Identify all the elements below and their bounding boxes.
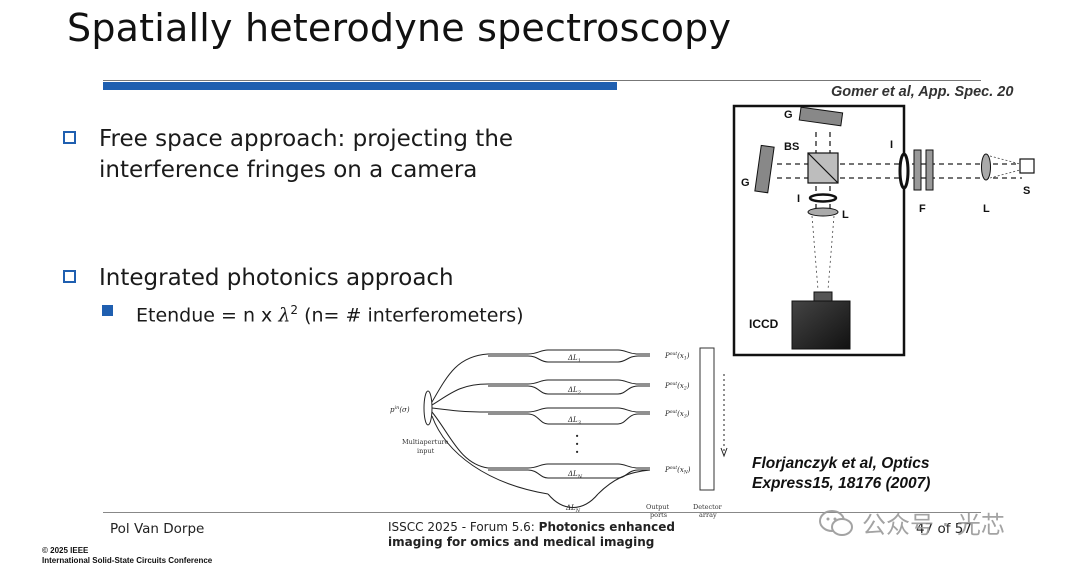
footer-author: Pol Van Dorpe (110, 521, 205, 537)
lens-lower (807, 207, 839, 217)
slide-title: Spatially heterodyne spectroscopy (67, 6, 732, 50)
waveguides (423, 347, 728, 508)
output-label-2: Pout(x2) (664, 381, 690, 392)
output-label-3: Pout(x3) (664, 409, 690, 420)
reference-florjanczyk: Florjanczyk et al, Optics Express15, 181… (752, 454, 930, 494)
multiaperture-label-2: input (417, 447, 435, 455)
enclosure-box (732, 104, 906, 357)
integrated-interferometer-diagram: pin(σ) ΔL1 ΔL2 ΔL3 ΔLN ΔLN Pout(x1) Pout… (390, 347, 728, 519)
grating-top (798, 106, 844, 127)
footer-conference: ISSCC 2025 - Forum 5.6: Photonics enhanc… (388, 520, 675, 550)
ellipsis-dot: · (575, 429, 579, 443)
copyright-line: International Solid-State Circuits Confe… (42, 556, 213, 565)
free-space-spectrometer-diagram: G G BS I I L F L S ICCD (732, 104, 1035, 357)
filter-2 (925, 149, 934, 191)
hollow-square-bullet-icon (63, 131, 76, 144)
label-iccd: ICCD (749, 317, 779, 331)
delay-label-2: ΔL2 (567, 386, 581, 396)
exponent: 2 (290, 303, 299, 317)
camera-nozzle (813, 291, 833, 302)
etendue-prefix: Etendue = n x (136, 304, 279, 327)
lens-right (981, 153, 991, 181)
iris-lower (808, 193, 838, 203)
iris-right (898, 152, 910, 190)
reference-line: Express15, 18176 (2007) (752, 475, 931, 492)
lambda-symbol: λ (278, 304, 291, 327)
ellipsis-dot: · (575, 445, 579, 459)
label-l-right: L (983, 203, 990, 215)
multiaperture-label-1: Multiaperture (402, 438, 449, 446)
label-s: S (1023, 185, 1030, 197)
title-rule-thin (103, 80, 981, 81)
watermark: 公众号 · 光芯 (818, 505, 1005, 540)
label-g-left: G (741, 177, 750, 189)
detector-label-2: array (699, 511, 717, 519)
label-l-lower: L (842, 209, 849, 221)
input-label: pin(σ) (390, 405, 410, 414)
iccd-camera (791, 300, 851, 350)
output-label-1: Pout(x1) (664, 351, 690, 362)
label-i-right: I (890, 139, 893, 151)
delay-label-n: ΔLN (567, 470, 583, 480)
output-label-n: Pout(xN) (664, 465, 691, 476)
bullet-free-space: Free space approach: projecting the inte… (63, 124, 514, 186)
footer-rule (103, 512, 981, 513)
ellipsis-dot: · (575, 437, 579, 451)
output-ports-label-2: ports (650, 511, 667, 519)
footer-conf-line2: imaging for omics and medical imaging (388, 535, 655, 549)
hollow-square-bullet-icon (63, 270, 76, 283)
label-i-lower: I (797, 193, 800, 205)
title-rule-accent (103, 82, 617, 90)
footer-conf-bold: Photonics enhanced (538, 520, 676, 534)
label-bs: BS (784, 141, 799, 153)
footer-conf-prefix: ISSCC 2025 - Forum 5.6: (388, 520, 539, 534)
grating-left (754, 144, 775, 194)
source-box (1019, 158, 1035, 174)
delay-label-3: ΔL3 (567, 416, 581, 426)
bullet-line: interference fringes on a camera (99, 157, 478, 183)
reference-line: Florjanczyk et al, Optics (752, 455, 930, 472)
filled-square-bullet-icon (102, 305, 113, 316)
bullet-integrated: Integrated photonics approach (63, 263, 454, 294)
copyright: © 2025 IEEE International Solid-State Ci… (42, 546, 212, 566)
wechat-icon (819, 509, 853, 536)
label-g-top: G (784, 109, 793, 121)
delay-label-bottom: ΔLN (565, 504, 581, 514)
filter-1 (913, 149, 922, 191)
output-ports-label-1: Output (646, 503, 669, 511)
label-f: F (919, 203, 926, 215)
etendue-suffix: (n= # interferometers) (298, 304, 524, 327)
watermark-text: 公众号 · 光芯 (862, 511, 1005, 539)
delay-label-1: ΔL1 (567, 354, 581, 364)
copyright-line: © 2025 IEEE (42, 546, 89, 555)
sub-bullet-etendue: Etendue = n x λ2 (n= # interferometers) (102, 297, 524, 328)
page-number: 47 of 57 (916, 521, 972, 537)
focus-cone (811, 215, 835, 291)
reference-gomer: Gomer et al, App. Spec. 20 (831, 84, 1014, 100)
bullet-line: Free space approach: projecting the (99, 126, 514, 152)
bullet-line: Integrated photonics approach (99, 265, 454, 291)
detector-label-1: Detector (693, 503, 723, 511)
